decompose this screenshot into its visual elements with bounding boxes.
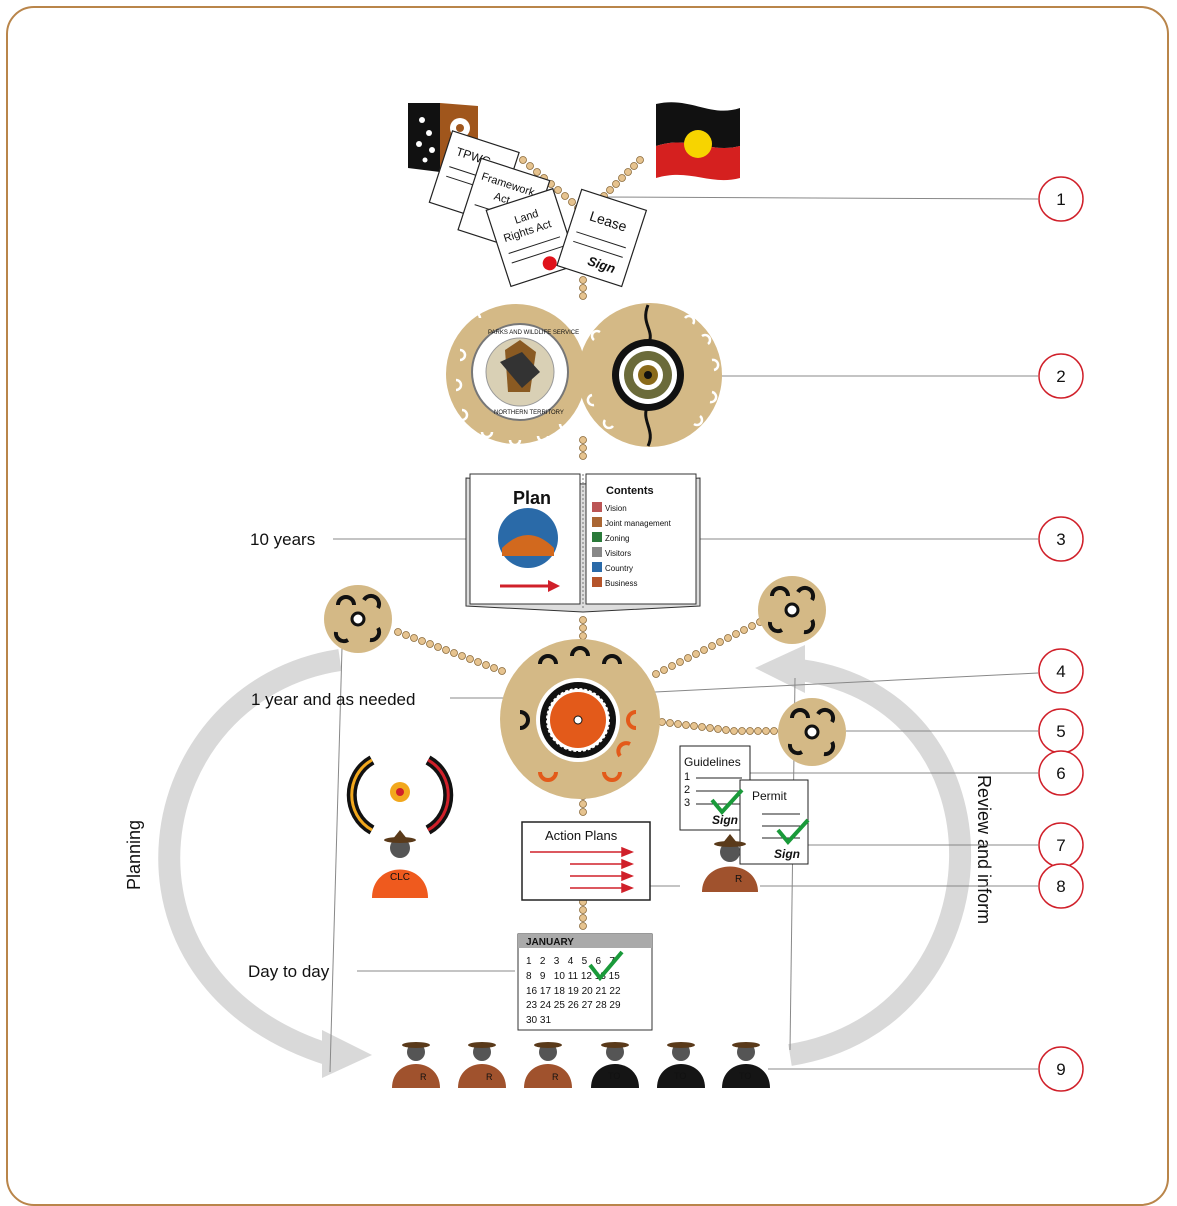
svg-text:30 31: 30 31 [526, 1015, 551, 1026]
svg-text:9: 9 [1056, 1060, 1065, 1079]
action-plans-box: Action Plans [521, 821, 651, 901]
callout-9: 9 [1038, 1046, 1084, 1092]
lease-document: Lease Sign [556, 188, 648, 288]
svg-text:2: 2 [1056, 367, 1065, 386]
svg-text:1: 1 [684, 771, 690, 783]
review-arrow [755, 645, 971, 1066]
svg-text:Act: Act [492, 191, 511, 207]
svg-text:7: 7 [1056, 836, 1065, 855]
permit-document: Permit Sign [710, 779, 810, 865]
small-circle-5 [778, 698, 846, 766]
plan-book: Plan Contents Vision Joint management Zo… [465, 473, 701, 613]
clc-emblem [346, 755, 454, 835]
callout-1: 1 [1038, 176, 1084, 222]
small-circle-left [324, 585, 392, 653]
svg-text:R: R [420, 1072, 427, 1082]
callout-7: 7 [1038, 822, 1084, 868]
central-circle [500, 639, 660, 799]
svg-text:Sign: Sign [712, 813, 738, 827]
guidelines-document: Guidelines 1 2 3 Sign [679, 745, 751, 831]
svg-text:5: 5 [1056, 722, 1065, 741]
svg-text:1 2 3 4 5 6 7: 1 2 3 4 5 6 7 [526, 956, 615, 967]
callout-5: 5 [1038, 708, 1084, 754]
clc-badge: CLC [390, 872, 410, 883]
callouts: 1 2 3 4 5 6 7 8 9 [1038, 176, 1084, 1092]
clc-person: CLC [372, 830, 428, 898]
svg-text:TO: TO [674, 1071, 686, 1081]
parks-logo-circle: PARKS AND WILDLIFE SERVICE NORTHERN TERR… [446, 293, 586, 447]
callout-6: 6 [1038, 750, 1084, 796]
contents-list: Vision Joint management Zoning Visitors … [592, 502, 672, 588]
permit-title: Permit [752, 789, 787, 803]
svg-text:Sign: Sign [774, 847, 800, 861]
contents-item: Vision [605, 504, 627, 513]
contents-title: Contents [606, 485, 654, 497]
day-to-day-label: Day to day [248, 962, 330, 981]
callout-3: 3 [1038, 516, 1084, 562]
planning-label: Planning [124, 820, 144, 890]
svg-text:R: R [735, 874, 742, 885]
review-label: Review and inform [974, 775, 994, 924]
svg-text:R: R [552, 1072, 559, 1082]
action-plans-title: Action Plans [545, 828, 618, 843]
calendar: JANUARY 1 2 3 4 5 6 7 8 9 10 11 12 13 15… [517, 933, 653, 1031]
logo-bottom-text: NORTHERN TERRITORY [494, 410, 564, 416]
contents-item: Zoning [605, 534, 629, 543]
traditional-owner-person: TO [591, 1042, 639, 1088]
ranger-person: R [392, 1042, 440, 1088]
svg-text:TO: TO [739, 1071, 751, 1081]
svg-text:23 24 25 26 27 28 29: 23 24 25 26 27 28 29 [526, 1000, 621, 1011]
ranger-person-mid: R [702, 834, 758, 892]
svg-text:R: R [486, 1072, 493, 1082]
contents-item: Joint management [605, 519, 672, 528]
bead-chains [394, 156, 778, 930]
svg-text:8 9 10 11 12 13 15: 8 9 10 11 12 13 15 [526, 971, 620, 982]
one-year-label: 1 year and as needed [251, 690, 415, 709]
callout-2: 2 [1038, 353, 1084, 399]
svg-text:8: 8 [1056, 877, 1065, 896]
traditional-owner-person: TO [722, 1042, 770, 1088]
aboriginal-flag [656, 102, 740, 181]
svg-text:16 17 18 19 20 21 22: 16 17 18 19 20 21 22 [526, 986, 621, 997]
svg-text:1: 1 [1056, 190, 1065, 209]
aboriginal-circle [578, 303, 722, 447]
svg-text:3: 3 [684, 797, 690, 809]
ranger-person: R [458, 1042, 506, 1088]
planning-arrow [158, 649, 372, 1078]
calendar-month: JANUARY [526, 937, 574, 948]
plan-title: Plan [513, 488, 551, 508]
svg-text:3: 3 [1056, 530, 1065, 549]
svg-text:4: 4 [1056, 662, 1065, 681]
contents-item: Business [605, 579, 637, 588]
callout-8: 8 [1038, 863, 1084, 909]
svg-text:2: 2 [684, 784, 690, 796]
traditional-owner-person: TO [657, 1042, 705, 1088]
contents-item: Country [605, 564, 633, 573]
small-circle-right [758, 576, 826, 644]
guidelines-title: Guidelines [684, 755, 741, 769]
svg-text:6: 6 [1056, 764, 1065, 783]
logo-top-text: PARKS AND WILDLIFE SERVICE [488, 330, 579, 336]
callout-4: 4 [1038, 648, 1084, 694]
contents-item: Visitors [605, 549, 631, 558]
ranger-person: R [524, 1042, 572, 1088]
ten-years-label: 10 years [250, 530, 315, 549]
svg-text:TO: TO [608, 1071, 620, 1081]
land-rights-act-document: Land Rights Act [485, 187, 579, 288]
